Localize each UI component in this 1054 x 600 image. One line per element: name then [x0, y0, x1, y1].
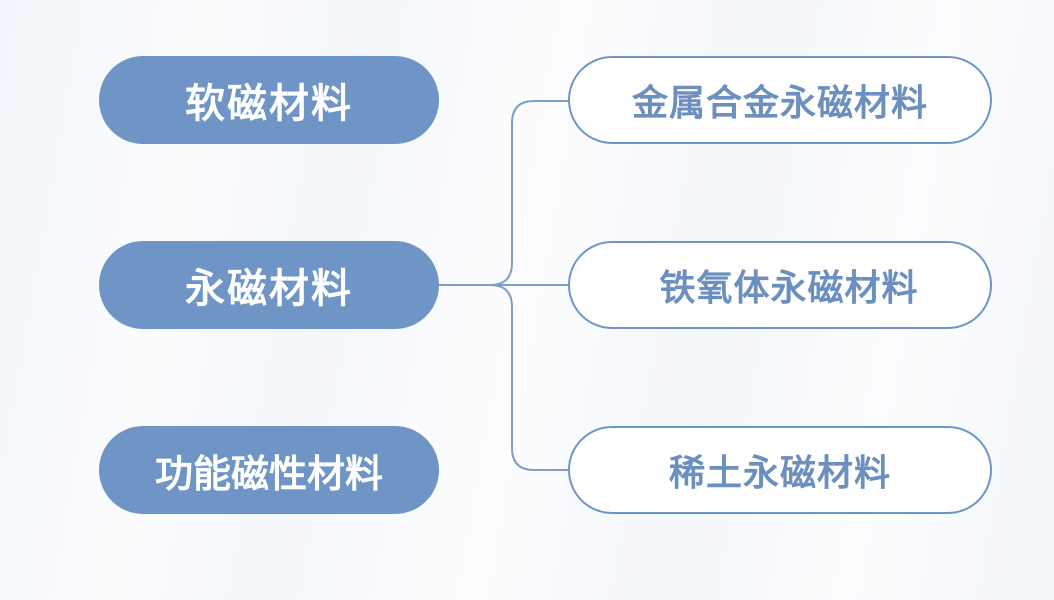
subtype-rare-earth: 稀土永磁材料: [568, 426, 992, 514]
category-soft-magnetic-label: 软磁材料: [185, 81, 353, 127]
subtype-ferrite-label: 铁氧体永磁材料: [659, 268, 919, 309]
subtype-rare-earth-label: 稀土永磁材料: [668, 453, 891, 494]
category-soft-magnetic: 软磁材料: [99, 56, 439, 144]
subtype-ferrite: 铁氧体永磁材料: [568, 241, 992, 329]
subtype-metal-alloy: 金属合金永磁材料: [568, 56, 992, 144]
category-functional-magnetic-label: 功能磁性材料: [154, 451, 383, 496]
subtype-metal-alloy-label: 金属合金永磁材料: [631, 83, 928, 124]
category-permanent-magnetic-label: 永磁材料: [185, 266, 353, 312]
category-functional-magnetic: 功能磁性材料: [99, 426, 439, 514]
connector-to-rare-earth: [489, 284, 568, 471]
category-permanent-magnetic: 永磁材料: [99, 241, 439, 329]
connector-to-alloy: [489, 100, 568, 286]
